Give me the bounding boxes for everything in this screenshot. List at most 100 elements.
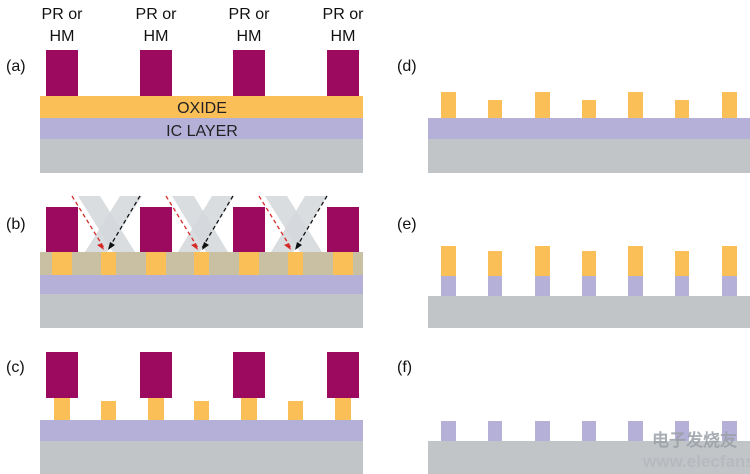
oxide-pillar — [582, 251, 596, 276]
mask-block — [140, 50, 172, 96]
oxide-pillar — [288, 401, 303, 420]
oxide-pillar — [535, 92, 550, 118]
oxide-pillar — [333, 252, 353, 275]
ic-pillar — [582, 421, 596, 441]
mask-block — [46, 207, 78, 252]
substrate — [428, 441, 750, 474]
oxide-pillar — [194, 252, 209, 275]
ray-black — [295, 195, 328, 249]
ic-pillar — [722, 276, 737, 296]
oxide-pillar — [148, 398, 164, 420]
ic-pillar — [441, 421, 456, 441]
ray-black — [201, 195, 234, 249]
mask-block — [140, 207, 172, 252]
panel-a: (a) OXIDE IC LAYER — [6, 50, 363, 173]
panel-d-label: (d) — [397, 58, 417, 75]
ray-arrowhead — [202, 242, 209, 250]
watermark-url: www.elecfans.com — [642, 452, 750, 471]
oxide-pillar — [241, 398, 257, 420]
watermark-text: 电子发烧友 — [652, 430, 737, 450]
mask-block — [327, 50, 359, 96]
ic-pillar — [535, 276, 550, 296]
ray-red — [71, 195, 105, 249]
oxide-pillar — [194, 401, 209, 420]
mask-header-2-line2: HM — [144, 28, 169, 45]
ray-arrowhead — [295, 242, 302, 250]
panel-a-label: (a) — [6, 58, 26, 75]
oxide-pillar — [239, 252, 259, 275]
mask-block — [46, 50, 78, 96]
mask-block — [140, 352, 172, 398]
ray-red — [165, 195, 199, 249]
mask-block — [233, 50, 265, 96]
oxide-pillar — [722, 246, 737, 276]
panel-f-label: (f) — [397, 359, 412, 376]
oxide-pillar — [101, 252, 116, 275]
ray-black — [108, 195, 141, 249]
ray-red — [258, 195, 292, 249]
ic-pillar — [488, 421, 502, 441]
mask-header-1-line1: PR or — [42, 6, 84, 23]
ic-pillar — [628, 276, 643, 296]
oxide-pillar — [335, 398, 351, 420]
ray-arrowhead — [191, 243, 198, 250]
ic-pillar — [488, 276, 502, 296]
oxide-label: OXIDE — [177, 100, 227, 117]
ray-arrowhead — [97, 243, 104, 250]
mask-header-4-line2: HM — [331, 28, 356, 45]
substrate — [428, 296, 750, 328]
ray-arrowhead — [284, 243, 291, 250]
mask-header-1-line2: HM — [50, 28, 75, 45]
oxide-pillar — [54, 398, 70, 420]
mask-block — [233, 352, 265, 398]
oxide-pillar — [52, 252, 72, 275]
incident-rays — [71, 195, 328, 250]
mask-headers: PR or HM PR or HM PR or HM PR or HM — [42, 6, 365, 45]
oxide-pillar — [488, 251, 502, 276]
etch-beams — [78, 196, 327, 252]
oxide-pillar — [146, 252, 166, 275]
oxide-pillar — [441, 92, 456, 118]
substrate — [40, 441, 363, 474]
ic-layer — [40, 275, 363, 294]
substrate — [40, 139, 363, 173]
mask-block — [233, 207, 265, 252]
oxide-pillar — [722, 92, 737, 118]
substrate — [40, 294, 363, 328]
panel-b-label: (b) — [6, 216, 26, 233]
ic-pillar — [675, 421, 689, 441]
oxide-pillar — [582, 100, 596, 118]
panel-d: (d) — [397, 58, 750, 173]
oxide-pillar — [535, 246, 550, 276]
panel-e: (e) — [397, 216, 750, 328]
oxide-pillar — [675, 251, 689, 276]
oxide-pillar — [288, 252, 303, 275]
mask-header-3-line1: PR or — [229, 6, 271, 23]
ic-pillar — [628, 421, 643, 441]
oxide-pillar — [101, 401, 116, 420]
oxide-layer — [40, 96, 363, 118]
ic-layer — [40, 118, 363, 139]
substrate — [428, 139, 750, 173]
mask-header-4-line1: PR or — [323, 6, 365, 23]
oxide-pillar — [488, 100, 502, 118]
mask-block — [327, 352, 359, 398]
panel-c: (c) — [6, 352, 363, 474]
ic-layer-label: IC LAYER — [166, 123, 238, 140]
ic-pillar — [722, 421, 737, 441]
watermark: 电子发烧友 www.elecfans.com — [642, 430, 750, 471]
oxide-pillar — [628, 92, 643, 118]
oxide-pillar — [628, 246, 643, 276]
ray-arrowhead — [108, 242, 115, 250]
etch-beam — [85, 196, 142, 252]
mask-header-3-line2: HM — [237, 28, 262, 45]
panel-b: (b) — [6, 195, 363, 328]
ic-pillar — [441, 276, 456, 296]
mask-header-2-line1: PR or — [136, 6, 178, 23]
panel-c-label: (c) — [6, 359, 25, 376]
ic-layer — [40, 420, 363, 441]
ic-pillar — [582, 276, 596, 296]
oxide-pillar — [675, 100, 689, 118]
panel-f: (f) — [397, 359, 750, 474]
